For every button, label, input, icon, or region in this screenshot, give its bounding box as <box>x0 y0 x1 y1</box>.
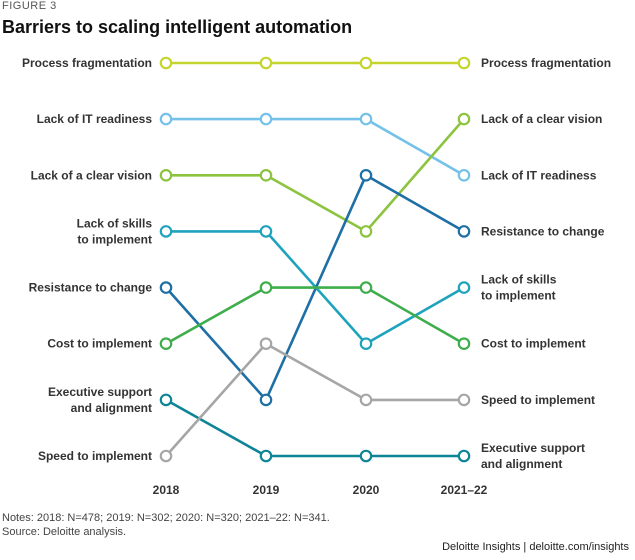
left-label-process-fragmentation: Process fragmentation <box>22 56 152 70</box>
marker-executive-support-and-alignment-1 <box>259 449 273 463</box>
marker-process-fragmentation-0 <box>159 56 173 70</box>
marker-lack-of-a-clear-vision-1 <box>259 169 273 182</box>
marker-process-fragmentation-3 <box>457 56 471 70</box>
marker-speed-to-implement-2 <box>359 393 373 407</box>
marker-lack-of-skills-to-implement-1 <box>259 225 273 238</box>
marker-speed-to-implement-3 <box>457 393 471 407</box>
marker-resistance-to-change-0 <box>159 281 173 294</box>
right-label-speed-to-implement: Speed to implement <box>481 393 595 407</box>
series-line-lack-of-it-readiness <box>166 117 465 177</box>
notes-block: Notes: 2018: N=478; 2019: N=302; 2020: N… <box>2 511 330 539</box>
x-tick-2: 2020 <box>353 483 380 497</box>
marker-speed-to-implement-0 <box>159 449 173 463</box>
left-label-speed-to-implement: Speed to implement <box>38 449 152 463</box>
marker-resistance-to-change-3 <box>457 225 471 238</box>
x-tick-3: 2021–22 <box>441 483 488 497</box>
series-line-executive-support-and-alignment <box>165 398 464 458</box>
notes-text: Notes: 2018: N=478; 2019: N=302; 2020: N… <box>2 512 330 524</box>
marker-process-fragmentation-2 <box>359 56 373 70</box>
right-label-cost-to-implement: Cost to implement <box>481 337 586 351</box>
x-tick-0: 2018 <box>153 483 180 497</box>
left-label-lack-of-a-clear-vision: Lack of a clear vision <box>31 168 152 182</box>
marker-cost-to-implement-1 <box>259 281 273 294</box>
marker-cost-to-implement-0 <box>159 337 173 350</box>
left-label-lack-of-skills-to-implement-0: Lack of skills <box>77 216 153 230</box>
right-label-lack-of-a-clear-vision: Lack of a clear vision <box>481 112 602 126</box>
marker-lack-of-a-clear-vision-3 <box>457 112 471 126</box>
right-label-lack-of-it-readiness: Lack of IT readiness <box>481 168 597 182</box>
credit-text: Deloitte Insights | deloitte.com/insight… <box>442 541 629 553</box>
left-label-cost-to-implement: Cost to implement <box>47 337 152 351</box>
marker-executive-support-and-alignment-2 <box>359 449 373 463</box>
marker-resistance-to-change-2 <box>359 169 373 182</box>
marker-lack-of-it-readiness-2 <box>359 112 373 126</box>
left-label-executive-support-and-alignment-1: and alignment <box>71 401 152 415</box>
marker-cost-to-implement-2 <box>359 281 373 294</box>
left-label-resistance-to-change: Resistance to change <box>29 281 153 295</box>
source-text: Source: Deloitte analysis. <box>2 526 127 538</box>
series-line-speed-to-implement <box>165 342 464 457</box>
marker-resistance-to-change-1 <box>259 393 273 407</box>
right-label-executive-support-and-alignment-0: Executive support <box>481 441 585 455</box>
left-label-lack-of-it-readiness: Lack of IT readiness <box>37 112 153 126</box>
figure-label: FIGURE 3 <box>2 0 57 12</box>
marker-lack-of-skills-to-implement-3 <box>457 281 471 294</box>
right-label-resistance-to-change: Resistance to change <box>481 224 605 238</box>
left-label-lack-of-skills-to-implement-1: to implement <box>77 232 152 246</box>
marker-executive-support-and-alignment-3 <box>457 449 471 463</box>
x-axis-ticks: 2018 2019 2020 2021–22 <box>153 483 488 497</box>
marker-lack-of-it-readiness-0 <box>159 112 173 126</box>
series-line-lack-of-a-clear-vision <box>166 118 465 233</box>
series-line-cost-to-implement <box>165 286 465 345</box>
marker-executive-support-and-alignment-0 <box>159 393 173 407</box>
marker-lack-of-it-readiness-3 <box>457 169 471 182</box>
right-label-process-fragmentation: Process fragmentation <box>481 56 611 70</box>
x-tick-1: 2019 <box>253 483 280 497</box>
left-label-executive-support-and-alignment-0: Executive support <box>48 385 152 399</box>
right-label-executive-support-and-alignment-1: and alignment <box>481 457 562 471</box>
right-label-lack-of-skills-to-implement-1: to implement <box>481 289 556 303</box>
marker-speed-to-implement-1 <box>259 337 273 350</box>
marker-lack-of-a-clear-vision-2 <box>359 225 373 238</box>
series-lines <box>165 61 465 458</box>
marker-lack-of-skills-to-implement-0 <box>159 225 173 238</box>
marker-process-fragmentation-1 <box>259 56 273 70</box>
chart-title: Barriers to scaling intelligent automati… <box>2 17 353 37</box>
marker-cost-to-implement-3 <box>457 337 471 350</box>
marker-lack-of-a-clear-vision-0 <box>159 169 173 182</box>
marker-lack-of-skills-to-implement-2 <box>359 337 373 350</box>
right-label-lack-of-skills-to-implement-0: Lack of skills <box>481 273 557 287</box>
marker-lack-of-it-readiness-1 <box>259 112 273 126</box>
series-markers <box>159 56 471 463</box>
